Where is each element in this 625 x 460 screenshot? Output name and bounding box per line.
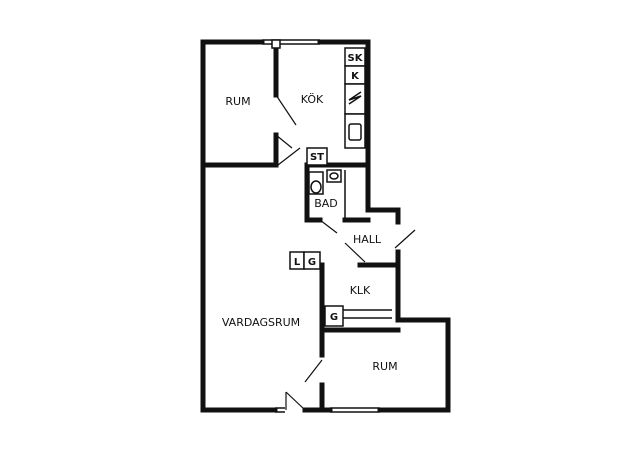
kitchen-fixtures: SK K ST [306, 47, 366, 166]
washbasin-icon [326, 169, 342, 183]
washbasin-icon [329, 172, 339, 180]
room-labels: RUM KÖK BAD HALL KLK VARDAGSRUM RUM [222, 93, 398, 373]
room-label-rum-top: RUM [225, 95, 250, 108]
stove-zigzag-icon [348, 91, 362, 105]
outer-walls [200, 39, 451, 413]
toilet-icon [310, 180, 322, 194]
fixture-l-label: L [294, 257, 301, 268]
kitchen-sink-icon [348, 123, 362, 141]
room-label-bad: BAD [314, 197, 338, 210]
hall-fixtures: L G [289, 251, 321, 270]
room-label-kok: KÖK [301, 93, 324, 106]
fixture-g-klk-label: G [330, 312, 338, 323]
wall-pillar [271, 39, 281, 49]
klk-fixtures: G [324, 305, 392, 327]
fixture-g-hall-box [303, 251, 321, 270]
toilet-icon [308, 171, 324, 195]
bathroom-fixtures [308, 169, 346, 218]
room-label-hall: HALL [353, 233, 382, 246]
room-label-klk: KLK [350, 284, 371, 297]
fixture-k-label: K [351, 71, 360, 82]
kitchen-sink-icon [344, 113, 366, 149]
door-swings [275, 94, 416, 411]
room-label-rum-bottom: RUM [372, 360, 397, 373]
fixture-g-klk-box [324, 305, 344, 327]
fixture-sk-label: SK [348, 53, 364, 64]
fixture-st-label: ST [310, 152, 324, 163]
fixture-g-hall-label: G [308, 257, 316, 268]
storage-st [306, 147, 328, 166]
stove-zigzag-icon [344, 83, 366, 115]
room-label-vardagsrum: VARDAGSRUM [222, 316, 300, 329]
